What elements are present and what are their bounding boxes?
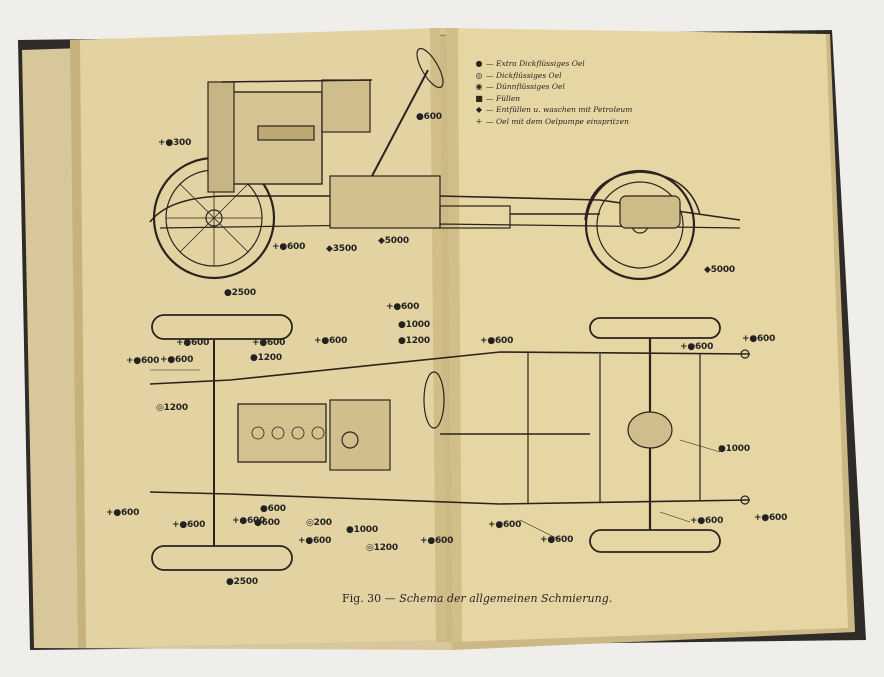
side-label: ◆5000: [378, 236, 409, 246]
side-label: +●600: [272, 242, 306, 252]
figure-title: Schema der allgemeinen Schmierung.: [399, 592, 613, 605]
side-label: ◆5000: [704, 265, 735, 275]
plan-view-drawing: [149, 314, 751, 571]
plan-label: +●600: [420, 536, 454, 546]
plan-label: ●1000: [718, 444, 750, 454]
plan-label: +●600: [314, 336, 348, 346]
plan-label: +●600: [680, 342, 714, 352]
plan-label: ◎1200: [156, 403, 188, 413]
legend-text: Dickflüssiges Oel: [496, 70, 562, 80]
plan-label: +●600: [480, 336, 514, 346]
plan-label: ●600: [254, 518, 280, 528]
plan-label: +●600: [176, 338, 210, 348]
plus-icon: +: [475, 116, 483, 126]
legend-row: +—Oel mit dem Oelpumpe einspritzen: [472, 116, 632, 128]
legend-text: Dünnflüssiges Oel: [496, 82, 565, 91]
legend-text: Oel mit dem Oelpumpe einspritzen: [496, 116, 629, 126]
figure-number: Fig. 30 —: [342, 592, 396, 605]
left-page-edge-shadow: [70, 40, 86, 648]
double-ring-icon: ◎: [475, 70, 483, 80]
legend-row: ◉—Dünnflüssiges Oel: [472, 81, 632, 93]
legend-text: Füllen: [496, 93, 521, 103]
plan-label: ●2500: [226, 577, 258, 587]
plan-label: +●600: [126, 356, 160, 366]
legend-text: Extra Dickflüssiges Oel: [496, 59, 585, 68]
side-label: ●600: [416, 112, 442, 122]
figure-caption: Fig. 30 — Schema der allgemeinen Schmier…: [342, 592, 612, 605]
plan-label: +●600: [252, 338, 286, 348]
plan-label: ◎200: [306, 518, 332, 528]
plan-label: ◎1200: [366, 543, 398, 553]
plan-label: +●600: [690, 516, 724, 526]
legend-text: Entfüllen u. waschen mit Petroleum: [496, 105, 633, 114]
plan-label: +●600: [106, 508, 140, 518]
plan-label: ●1000: [398, 320, 430, 330]
plan-label: +●600: [232, 516, 266, 526]
plan-label: +●600: [386, 302, 420, 312]
plan-label: ●2500: [224, 288, 256, 298]
plan-label: +●600: [540, 535, 574, 545]
plan-label: +●600: [172, 520, 206, 530]
plan-label: ●600: [260, 504, 286, 514]
square-icon: ■: [475, 93, 483, 103]
filled-dot-icon: ●: [475, 59, 483, 68]
plan-label: +●600: [742, 334, 776, 344]
plan-label: +●600: [298, 536, 332, 546]
legend-row: ◆—Entfüllen u. waschen mit Petroleum: [472, 104, 632, 116]
plan-label: ●1200: [250, 353, 282, 363]
plan-label: ●1200: [398, 336, 430, 346]
plan-label: +●600: [160, 355, 194, 365]
side-view-drawing: [149, 47, 741, 281]
right-page: [446, 28, 848, 642]
side-label: ◆3500: [326, 244, 357, 254]
side-label: +●300: [158, 138, 192, 148]
diamond-icon: ◆: [475, 105, 483, 114]
plan-label: +●600: [488, 520, 522, 530]
legend-row: ■—Füllen: [472, 93, 632, 105]
plan-label: +●600: [754, 513, 788, 523]
lubrication-legend: ●—Extra Dickflüssiges Oel ◎—Dickflüssige…: [472, 58, 632, 127]
legend-row: ◎—Dickflüssiges Oel: [472, 70, 632, 82]
plan-label: ●1000: [346, 525, 378, 535]
legend-row: ●—Extra Dickflüssiges Oel: [472, 58, 632, 70]
ring-dot-icon: ◉: [475, 82, 483, 91]
